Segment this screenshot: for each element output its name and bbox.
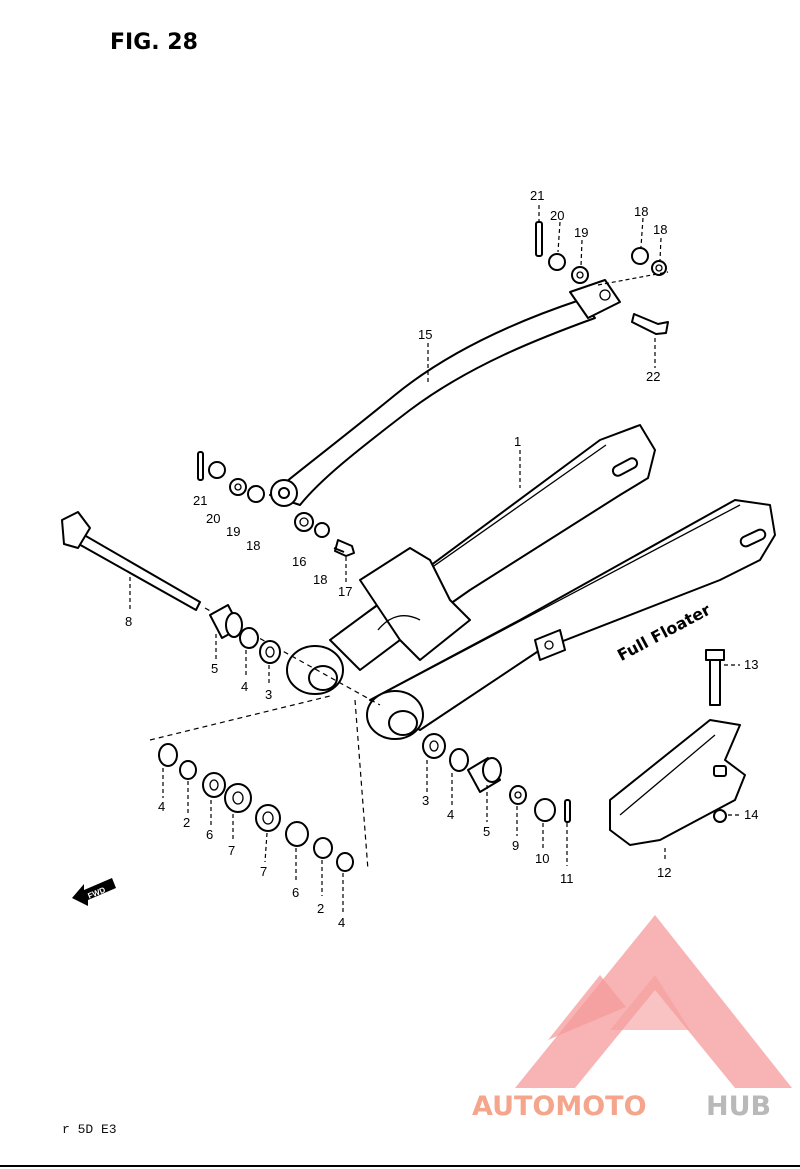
callout-20: 20: [550, 208, 564, 223]
callout-4: 4: [447, 807, 454, 822]
callout-21: 21: [530, 188, 544, 203]
callout-10: 10: [535, 851, 549, 866]
figure-title: FIG. 28: [110, 30, 198, 55]
callout-20: 20: [206, 511, 220, 526]
callout-13: 13: [744, 657, 758, 672]
fwd-label: FWD: [86, 885, 106, 900]
callout-18: 18: [653, 222, 667, 237]
automotohub-wordmark: AUTOMOTO HUB: [472, 1091, 771, 1122]
leader-lines: [129, 205, 740, 912]
pivot-bolt: [61, 511, 381, 706]
callout-6: 6: [206, 827, 213, 842]
fwd-arrow-icon: FWD: [72, 878, 116, 906]
callout-19: 19: [574, 225, 588, 240]
right-pivot-parts: [422, 733, 571, 823]
swingarm: Full Floater: [286, 424, 776, 740]
callout-5: 5: [211, 661, 218, 676]
callout-17: 17: [338, 584, 352, 599]
torque-link-rod: [269, 279, 621, 507]
callout-12: 12: [657, 865, 671, 880]
callout-1: 1: [514, 434, 521, 449]
callout-18: 18: [246, 538, 260, 553]
rod-lower-fasteners: [197, 451, 355, 557]
callout-8: 8: [125, 614, 132, 629]
callout-2: 2: [183, 815, 190, 830]
callout-18: 18: [634, 204, 648, 219]
callout-21: 21: [193, 493, 207, 508]
callout-22: 22: [646, 369, 660, 384]
callout-4: 4: [158, 799, 165, 814]
chain-buffer: [609, 649, 746, 846]
automotohub-logo: [515, 915, 792, 1088]
callout-6: 6: [292, 885, 299, 900]
callout-4: 4: [241, 679, 248, 694]
lower-left-bearing-stack: [149, 695, 369, 872]
top-fasteners: [535, 221, 669, 335]
callout-19: 19: [226, 524, 240, 539]
callout-11: 11: [560, 871, 574, 886]
drawing-code: r 5D E3: [62, 1122, 117, 1137]
left-pivot-parts: [209, 604, 281, 664]
callout-5: 5: [483, 824, 490, 839]
callout-7: 7: [228, 843, 235, 858]
callout-14: 14: [744, 807, 758, 822]
logo-text-hub: HUB: [706, 1091, 771, 1122]
callout-3: 3: [265, 687, 272, 702]
callout-15: 15: [418, 327, 432, 342]
callout-7: 7: [260, 864, 267, 879]
callout-4: 4: [338, 915, 345, 930]
callout-3: 3: [422, 793, 429, 808]
callout-9: 9: [512, 838, 519, 853]
callout-16: 16: [292, 554, 306, 569]
callout-2: 2: [317, 901, 324, 916]
callout-18: 18: [313, 572, 327, 587]
logo-text-automoto: AUTOMOTO: [472, 1091, 647, 1122]
callout-labels: 1 2 2 3 3 4 4 4 4 5 5 6 6 7 7 8 9 10 11 …: [125, 188, 758, 930]
